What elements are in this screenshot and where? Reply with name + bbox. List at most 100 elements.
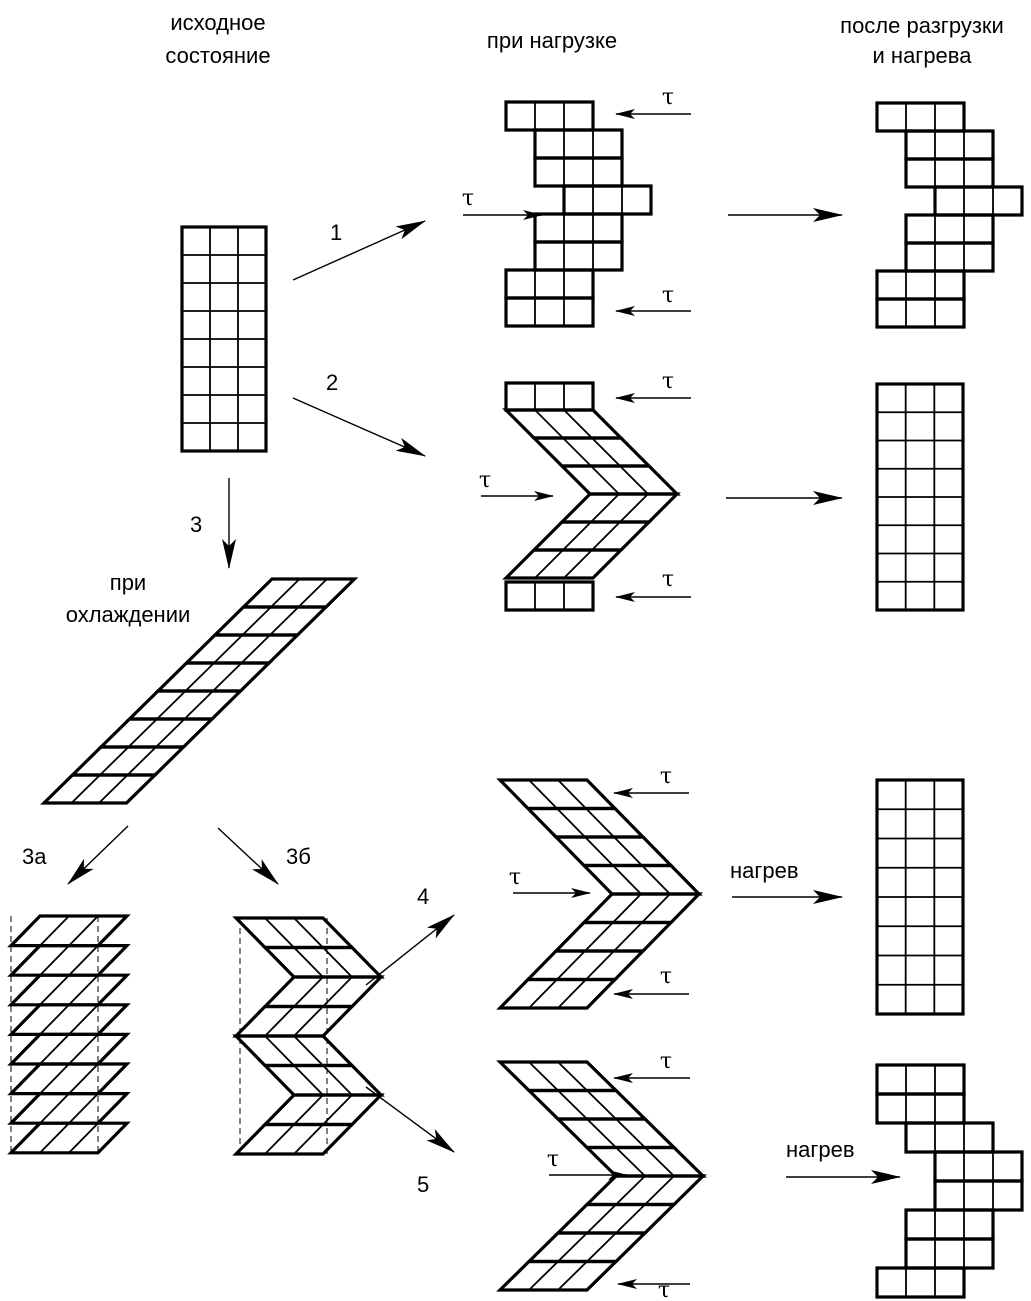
row-outline (584, 894, 699, 923)
row-outline (877, 103, 964, 131)
row-outline (906, 1210, 993, 1239)
arrow-path-2 (293, 398, 425, 456)
row-outline (11, 1094, 127, 1124)
row-outline (500, 1262, 616, 1291)
cell-line (265, 1007, 294, 1037)
row-outline (265, 977, 381, 1007)
arrow-path-1 (293, 221, 425, 280)
cell-line (592, 438, 620, 466)
cell-line (265, 918, 294, 948)
row-outline (506, 550, 621, 578)
cell-line (587, 1205, 616, 1234)
cooling-label-line2: охлаждении (66, 602, 191, 627)
cell-line (40, 1064, 69, 1094)
header-initial-line2: состояние (165, 43, 270, 68)
cell-line (591, 466, 619, 494)
cell-line (529, 1062, 558, 1091)
cooling-label-line1: при (110, 570, 146, 595)
path5-heated-block (877, 1065, 1022, 1297)
cell-line (616, 1119, 645, 1148)
cell-line (294, 918, 323, 948)
cell-line (564, 550, 592, 578)
cell-line (591, 494, 619, 522)
cell-line (40, 946, 69, 976)
tau-label: τ (660, 964, 672, 989)
tau-label: τ (662, 283, 674, 308)
cell-line (69, 916, 98, 946)
row-outline (265, 948, 381, 978)
cell-line (72, 775, 101, 803)
row-outline (535, 158, 622, 186)
path-label-4: 4 (417, 884, 429, 909)
row-outline (906, 131, 993, 159)
cell-line (558, 1262, 587, 1291)
row-outline (73, 747, 184, 775)
path-label-1: 1 (330, 220, 342, 245)
tau-label: τ (547, 1147, 559, 1172)
row-outline (500, 980, 615, 1009)
cell-line (40, 1005, 69, 1035)
cell-line (614, 923, 642, 952)
row-outline (11, 946, 127, 976)
row-outline (877, 1065, 964, 1094)
heating-label-row5: нагрев (786, 1137, 855, 1162)
row-outline (535, 214, 622, 242)
row-outline (11, 1005, 127, 1035)
cell-line (558, 1091, 587, 1120)
cell-line (40, 1123, 69, 1153)
cell-line (586, 809, 614, 838)
cell-line (587, 1233, 616, 1262)
row-outline (558, 1205, 674, 1234)
row-outline (11, 975, 127, 1005)
tau-label: τ (479, 468, 491, 493)
cell-line (265, 1036, 294, 1066)
row-outline (215, 607, 326, 635)
row-outline (529, 1233, 645, 1262)
cell-line (294, 1125, 323, 1155)
row-outline (236, 918, 352, 948)
cell-line (40, 1094, 69, 1124)
initial-state-block (182, 227, 266, 451)
cell-line (294, 1095, 323, 1125)
cell-line (592, 522, 620, 550)
row-outline (877, 299, 964, 327)
cell-line (645, 1148, 674, 1177)
row-outline (506, 270, 593, 298)
cell-line (294, 977, 323, 1007)
row-outline (584, 866, 699, 895)
cell-line (616, 1148, 645, 1177)
cell-line (616, 1205, 645, 1234)
row-outline (101, 719, 212, 747)
row-outline (906, 159, 993, 187)
header-after-line2: и нагрева (873, 43, 973, 68)
cell-line (642, 894, 670, 923)
tau-label: τ (658, 1278, 670, 1301)
cell-line (299, 579, 328, 607)
cell-line (557, 809, 585, 838)
path4-heated-block (877, 780, 963, 1014)
cell-line (242, 635, 271, 663)
row-outline (528, 809, 643, 838)
cell-line (620, 466, 648, 494)
cell-line (156, 719, 185, 747)
twinned-3b-block (236, 918, 381, 1154)
cell-line (529, 1262, 558, 1291)
cell-line (535, 410, 563, 438)
row-outline (877, 1094, 964, 1123)
path1-loaded-block (506, 102, 651, 326)
cell-line (294, 1036, 323, 1066)
cell-line (564, 410, 592, 438)
cell-line (585, 837, 613, 866)
path-label-2: 2 (326, 370, 338, 395)
path-label-3b: 3б (286, 844, 311, 869)
path5-loaded-chevron (500, 1062, 703, 1290)
row-outline (506, 582, 593, 610)
row-outline (562, 494, 677, 522)
cell-line (40, 1034, 69, 1064)
cell-line (558, 1233, 587, 1262)
cell-line (563, 522, 591, 550)
path1-unloaded-block (877, 103, 1022, 327)
tau-label: τ (509, 865, 521, 890)
cell-line (585, 923, 613, 952)
row-outline (935, 1152, 1022, 1181)
